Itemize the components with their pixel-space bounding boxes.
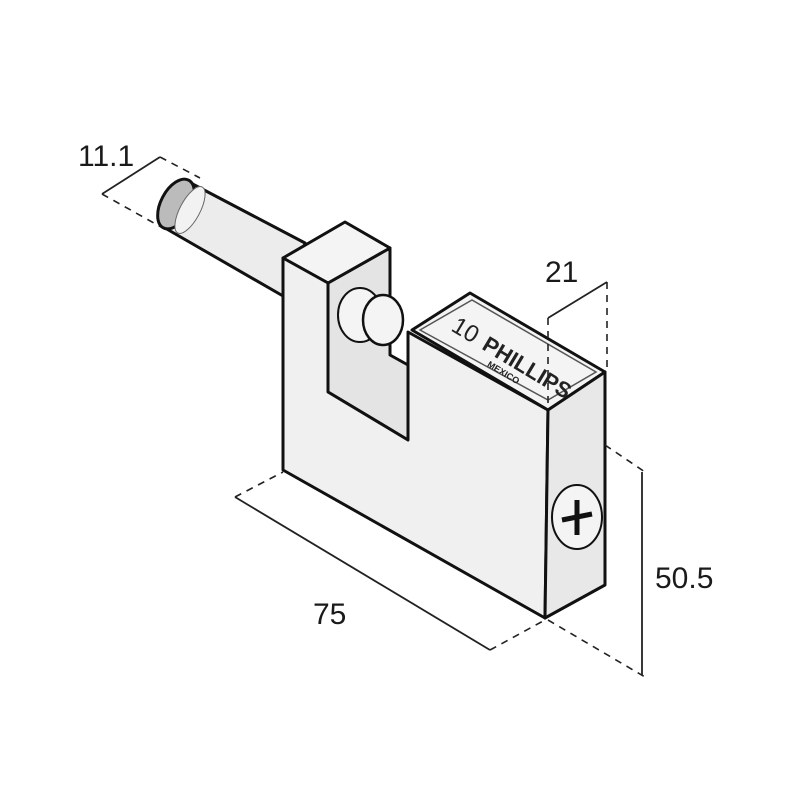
- dimension-depth: [547, 281, 608, 405]
- dimension-length: [234, 471, 546, 651]
- screw-head: [551, 484, 603, 550]
- lock-body: 10 PHILLIPS MEXICO: [281, 220, 607, 620]
- label-shaft-diameter: 11.1: [78, 140, 135, 173]
- label-height: 50.5: [655, 562, 714, 595]
- shackle-shaft: [156, 177, 307, 302]
- label-length: 75: [313, 598, 347, 631]
- knob: [337, 287, 405, 347]
- dimension-height: [547, 444, 646, 678]
- dimension-shaft-diameter: [101, 156, 201, 233]
- label-depth: 21: [545, 256, 579, 289]
